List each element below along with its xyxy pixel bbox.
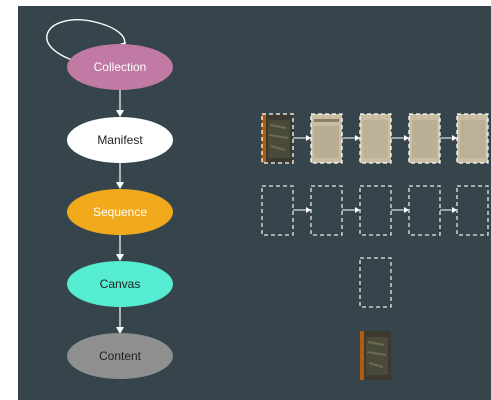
canvas-placeholder bbox=[359, 257, 392, 308]
sequence-placeholder-3 bbox=[359, 185, 392, 236]
node-sequence: Sequence bbox=[67, 189, 173, 235]
seq-connector-3-arrowhead bbox=[404, 207, 409, 213]
node-content-label: Content bbox=[99, 349, 142, 363]
thumb-connector-3-arrowhead bbox=[404, 135, 409, 141]
sequence-placeholder-row bbox=[261, 185, 489, 236]
node-canvas: Canvas bbox=[67, 261, 173, 307]
node-sequence-label: Sequence bbox=[93, 205, 147, 219]
sequence-placeholder-1 bbox=[261, 185, 294, 236]
node-collection-label: Collection bbox=[94, 60, 147, 74]
seq-connector-4-arrowhead bbox=[452, 207, 457, 213]
collection-self-loop bbox=[46, 19, 126, 66]
node-manifest-label: Manifest bbox=[97, 133, 143, 147]
thumbnail-page-4 bbox=[456, 113, 489, 164]
seq-connector-1-arrowhead bbox=[306, 207, 311, 213]
content-image-thumbnail bbox=[360, 331, 391, 380]
thumbnail-page-1 bbox=[310, 113, 343, 164]
node-content: Content bbox=[67, 333, 173, 379]
thumb-connector-1-arrowhead bbox=[306, 135, 311, 141]
thumbnail-cover bbox=[261, 113, 294, 164]
sequence-placeholder-2 bbox=[310, 185, 343, 236]
edge-canvas-content-arrowhead bbox=[116, 327, 124, 334]
edge-collection-manifest-arrowhead bbox=[116, 110, 124, 117]
node-canvas-label: Canvas bbox=[100, 277, 141, 291]
sequence-placeholder-5 bbox=[456, 185, 489, 236]
thumb-connector-4-arrowhead bbox=[452, 135, 457, 141]
edge-manifest-sequence-arrowhead bbox=[116, 182, 124, 189]
node-collection: Collection bbox=[67, 44, 173, 90]
manifest-thumbnail-row bbox=[261, 113, 489, 164]
edge-sequence-canvas-arrowhead bbox=[116, 254, 124, 261]
seq-connector-2-arrowhead bbox=[355, 207, 360, 213]
node-manifest: Manifest bbox=[67, 117, 173, 163]
thumbnail-page-3 bbox=[408, 113, 441, 164]
thumbnail-page-2 bbox=[359, 113, 392, 164]
thumb-connector-2-arrowhead bbox=[355, 135, 360, 141]
sequence-placeholder-4 bbox=[408, 185, 441, 236]
